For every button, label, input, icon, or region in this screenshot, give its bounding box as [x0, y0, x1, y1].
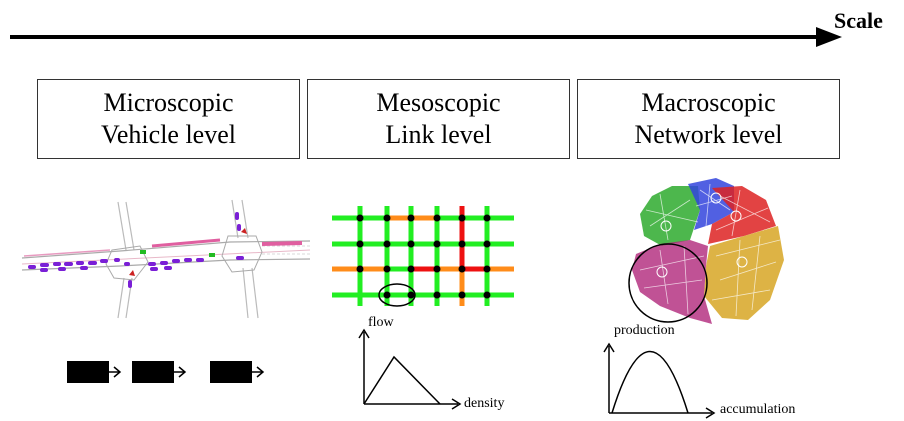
level-name: Macroscopic — [641, 88, 776, 117]
level-name: Mesoscopic — [376, 88, 501, 117]
microscopic-road-image — [21, 199, 311, 319]
scale-arrow — [10, 27, 842, 47]
level-box-macroscopic: Macroscopic Network level — [577, 79, 840, 159]
macroscopic-network-map — [628, 178, 784, 324]
macroscopic-fundamental-diagram — [603, 342, 716, 419]
vehicle-blocks — [67, 361, 265, 383]
level-name: Microscopic — [103, 88, 234, 117]
level-box-mesoscopic: Mesoscopic Link level — [307, 79, 570, 159]
macro-ylabel: production — [614, 323, 675, 338]
scale-label: Scale — [834, 8, 883, 33]
level-box-microscopic: Microscopic Vehicle level — [37, 79, 300, 159]
meso-xlabel: density — [464, 396, 505, 411]
level-detail: Vehicle level — [101, 120, 236, 149]
triangular-fundamental-diagram — [358, 328, 462, 410]
level-detail: Link level — [385, 120, 492, 149]
macro-xlabel: accumulation — [720, 402, 796, 417]
level-detail: Network level — [634, 120, 783, 149]
mesoscopic-link-grid — [332, 206, 514, 307]
meso-ylabel: flow — [368, 315, 394, 330]
